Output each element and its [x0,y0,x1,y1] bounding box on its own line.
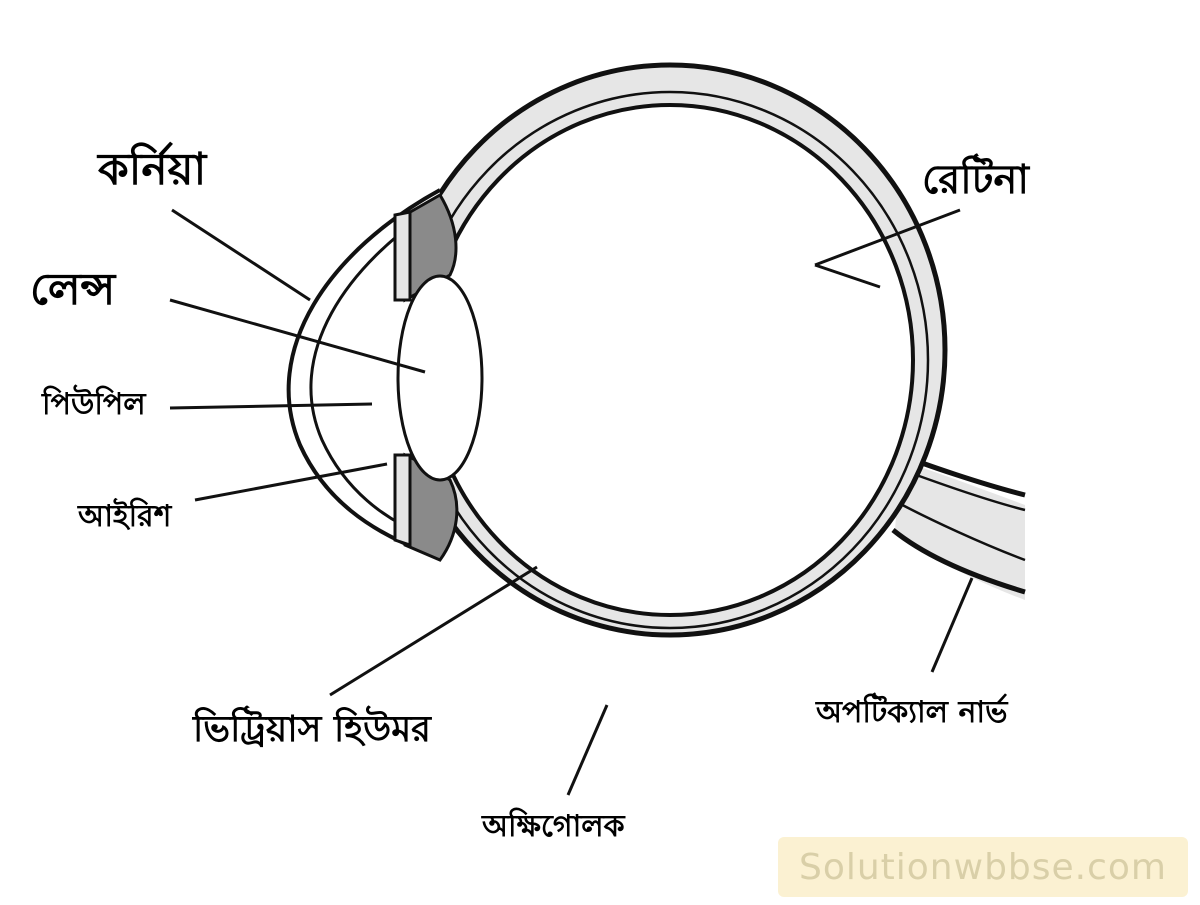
label-optic-nerve: অপটিক্যাল নার্ভ [816,695,1008,730]
label-cornea: কর্নিয়া [98,144,207,195]
retina-leader-a [814,208,961,267]
lens-leader [169,298,426,374]
iris [393,192,459,562]
label-retina: রেটিনা [922,157,1029,203]
cornea-leader [171,208,311,302]
lens [396,274,484,482]
label-iris: আইরিশ [78,499,172,534]
optic-nerve-leader [930,577,974,673]
pupil-leader [169,402,373,410]
optic-nerve [891,449,1026,600]
vitreous-leader [329,565,538,697]
label-eyeball: অক্ষিগোলক [482,809,625,844]
label-vitreous-humour: ভিট্রিয়াস হিউমর [193,709,431,750]
label-lens: লেন্স [30,264,116,315]
watermark: Solutionwbbse.com [778,837,1188,897]
retina-leader-b [814,263,881,289]
leader-lines [169,208,974,796]
eyeball-leader [566,704,609,796]
iris-leader [194,462,388,502]
label-pupil: পিউপিল [42,387,146,422]
